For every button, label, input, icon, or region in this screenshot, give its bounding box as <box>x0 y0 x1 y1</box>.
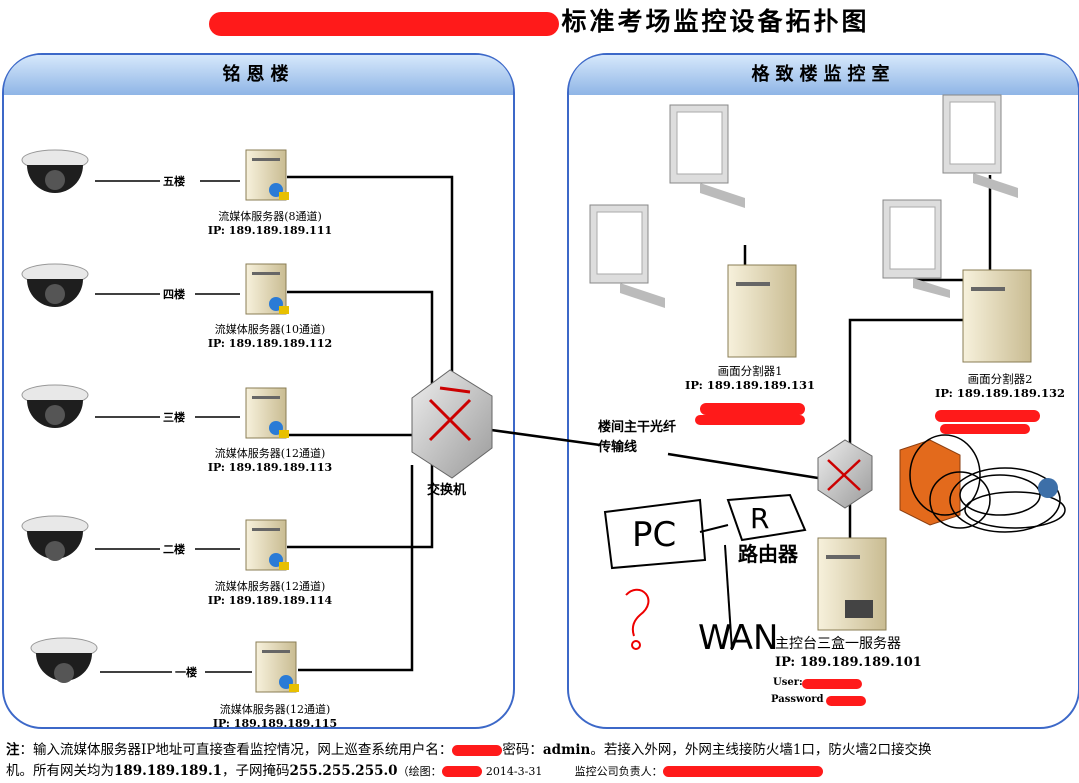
server-name: 流媒体服务器(12通道) <box>214 447 326 460</box>
server-ip: IP: 189.189.189.113 <box>207 461 333 474</box>
floor-label: 二楼 <box>163 543 185 556</box>
sketch-pc-label: PC <box>632 515 677 555</box>
note-text: 机。所有网关均为 <box>6 763 114 779</box>
server-label: 流媒体服务器(12通道) IP: 189.189.189.114 <box>190 580 350 608</box>
switch-icon <box>411 369 493 479</box>
scribble-dot <box>1038 478 1058 498</box>
sketch-wan-label: WAN <box>698 618 779 658</box>
splitter-label: 画面分割器2 IP: 189.189.189.132 <box>925 372 1075 400</box>
note-owner: 监控公司负责人： <box>574 765 663 778</box>
redaction-mark <box>209 11 560 36</box>
redaction-marks <box>695 403 1040 706</box>
splitter-label: 画面分割器1 IP: 189.189.189.131 <box>680 364 820 392</box>
diagram-title: 标准考场监控设备拓扑图 <box>0 2 1079 38</box>
note-text: ：输入流媒体服务器IP地址可直接查看监控情况，网上巡查系统用户名： <box>19 742 453 758</box>
note-draw: （绘图： <box>397 765 442 778</box>
camera-icon <box>21 384 89 428</box>
server-icon <box>245 387 289 439</box>
main-server-name: 主控台三盒一服务器 <box>775 636 901 652</box>
server-icon <box>817 537 887 631</box>
splitter-ip: IP: 189.189.189.132 <box>935 386 1065 400</box>
fiber-label: 楼间主干光纤传输线 <box>598 420 677 455</box>
server-icon <box>245 263 289 315</box>
server-icon <box>727 264 797 358</box>
note-prefix: 注 <box>6 742 20 758</box>
server-icon <box>255 641 299 693</box>
note-text: ，子网掩码 <box>222 763 290 779</box>
footer-note: 注：输入流媒体服务器IP地址可直接查看监控情况，网上巡查系统用户名： 密码：adm… <box>6 740 1076 782</box>
sketch-lines <box>603 493 807 651</box>
server-ip: IP: 189.189.189.115 <box>212 717 338 730</box>
splitter-ip: IP: 189.189.189.131 <box>685 378 815 392</box>
monitor-icon <box>942 94 1018 198</box>
floor-label: 一楼 <box>175 666 197 679</box>
main-server-user: User: <box>773 677 803 688</box>
camera-icon <box>21 149 89 193</box>
note-password: admin <box>542 742 591 758</box>
server-ip: IP: 189.189.189.111 <box>207 224 333 237</box>
floor-label: 四楼 <box>163 288 185 301</box>
server-label: 流媒体服务器(8通道) IP: 189.189.189.111 <box>190 210 350 238</box>
firewall-icon <box>899 439 961 526</box>
switch-icon <box>817 439 873 509</box>
left-panel-header: 铭恩楼 <box>4 55 513 95</box>
server-icon <box>245 519 289 571</box>
server-label: 流媒体服务器(12通道) IP: 189.189.189.113 <box>190 447 350 475</box>
server-name: 流媒体服务器(12通道) <box>214 580 326 593</box>
server-name: 流媒体服务器(8通道) <box>218 210 322 223</box>
scribble-mark <box>909 434 1066 533</box>
server-icon <box>245 149 289 201</box>
switch-label: 交换机 <box>427 483 467 498</box>
server-ip: IP: 189.189.189.112 <box>207 337 333 350</box>
main-server-ip: IP: 189.189.189.101 <box>775 655 922 670</box>
camera-icon <box>21 515 89 561</box>
note-text: 密码： <box>502 742 543 758</box>
title-text: 标准考场监控设备拓扑图 <box>561 7 870 36</box>
floor-label: 三楼 <box>163 411 185 424</box>
note-date: 2014-3-31 <box>485 765 543 778</box>
sketch-router-cn-label: 路由器 <box>738 542 798 566</box>
splitter-name: 画面分割器2 <box>967 372 1033 386</box>
redaction-mark <box>662 766 823 777</box>
question-dot <box>631 640 641 650</box>
server-name: 流媒体服务器(12通道) <box>219 703 331 716</box>
monitor-icon <box>882 199 950 298</box>
server-ip: IP: 189.189.189.114 <box>207 594 333 607</box>
redaction-mark <box>452 745 503 756</box>
main-server-password: Password <box>771 694 824 705</box>
camera-icon <box>21 263 89 307</box>
server-label: 流媒体服务器(10通道) IP: 189.189.189.112 <box>190 323 350 351</box>
note-mask: 255.255.255.0 <box>289 763 398 779</box>
question-mark-icon <box>625 588 650 637</box>
camera-icon <box>30 637 98 683</box>
right-panel-header: 格致楼监控室 <box>569 55 1078 95</box>
redaction-mark <box>441 766 482 777</box>
monitor-icon <box>589 204 665 308</box>
splitter-name: 画面分割器1 <box>717 364 783 378</box>
server-name: 流媒体服务器(10通道) <box>214 323 326 336</box>
monitor-icon <box>669 104 745 208</box>
server-label: 流媒体服务器(12通道) IP: 189.189.189.115 <box>195 703 355 731</box>
server-icon <box>962 269 1032 363</box>
sketch-router-label: R <box>750 502 770 535</box>
note-gateway: 189.189.189.1 <box>114 763 223 779</box>
floor-label: 五楼 <box>163 175 185 188</box>
note-text: 。若接入外网，外网主线接防火墙1口，防火墙2口接交换 <box>590 742 932 758</box>
